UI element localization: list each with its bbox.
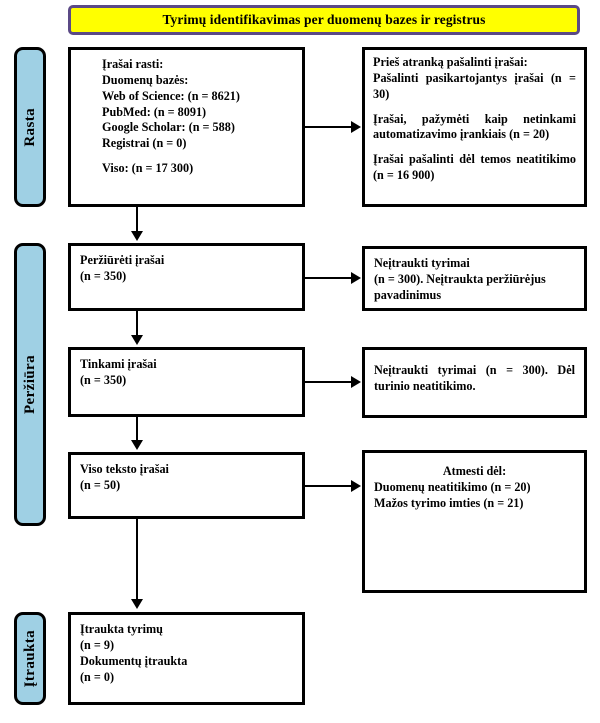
connector-screened-to-excluded-titles bbox=[305, 277, 353, 279]
box-records-eligible: Tinkami įrašai (n = 350) bbox=[68, 347, 305, 417]
records-screened-label: Peržiūrėti įrašai bbox=[80, 253, 165, 267]
box-studies-included: Įtraukta tyrimų (n = 9) Dokumentų įtrauk… bbox=[68, 612, 305, 705]
excluded-reasons-data: Duomenų neatitikimo (n = 20) bbox=[374, 479, 531, 494]
records-identified-spacer bbox=[80, 152, 293, 161]
studies-included-count: (n = 9) bbox=[80, 637, 115, 652]
arrowhead-identified-to-removed bbox=[351, 121, 361, 133]
excluded-titles-detail: (n = 300). Neįtraukta peržiūrėjus pavadi… bbox=[374, 271, 546, 302]
box-excluded-with-reasons: Atmesti dėl: Duomenų neatitikimo (n = 20… bbox=[362, 450, 587, 593]
connector-screened-to-eligible bbox=[136, 311, 138, 337]
records-removed-automation: Įrašai, pažymėti kaip netinkami automati… bbox=[373, 111, 576, 142]
excluded-titles-label: Neįtraukti tyrimai bbox=[374, 256, 470, 270]
records-removed-topic: Įrašai pašalinti dėl temos neatitikimo (… bbox=[373, 152, 576, 183]
records-eligible-count: (n = 350) bbox=[80, 372, 127, 387]
records-identified-line4: PubMed: (n = 8091) bbox=[102, 104, 207, 119]
records-identified-line6: Registrai (n = 0) bbox=[102, 136, 187, 151]
arrowhead-screened-to-eligible bbox=[131, 335, 143, 345]
records-removed-spacer-1 bbox=[373, 103, 576, 112]
box-excluded-by-content: Neįtraukti tyrimai (n = 300). Dėl turini… bbox=[362, 347, 587, 418]
records-eligible-label: Tinkami įrašai bbox=[80, 357, 157, 371]
arrowhead-fulltext-to-included bbox=[131, 599, 143, 609]
connector-identified-to-screened bbox=[136, 207, 138, 233]
fulltext-records-count: (n = 50) bbox=[80, 477, 121, 492]
connector-eligible-to-fulltext bbox=[136, 417, 138, 442]
stage-label-identification: Rasta bbox=[21, 107, 38, 147]
stage-tab-screening: Peržiūra bbox=[14, 243, 46, 526]
connector-fulltext-to-included bbox=[136, 519, 138, 601]
studies-included-label: Įtraukta tyrimų bbox=[80, 622, 163, 636]
box-records-removed: Prieš atranką pašalinti įrašai: Pašalint… bbox=[362, 47, 587, 207]
records-removed-duplicates: Pašalinti pasikartojantys įrašai (n = 30… bbox=[373, 70, 576, 101]
records-identified-line3: Web of Science: (n = 8621) bbox=[102, 88, 240, 103]
arrowhead-identified-to-screened bbox=[131, 231, 143, 241]
excluded-reasons-sample: Mažos tyrimo imties (n = 21) bbox=[374, 495, 524, 510]
arrowhead-eligible-to-excluded-content bbox=[351, 376, 361, 388]
records-removed-heading: Prieš atranką pašalinti įrašai: bbox=[373, 55, 528, 69]
documents-included-count: (n = 0) bbox=[80, 669, 115, 684]
box-excluded-after-titles: Neįtraukti tyrimai (n = 300). Neįtraukta… bbox=[362, 246, 587, 311]
records-identified-total: Viso: (n = 17 300) bbox=[102, 161, 194, 176]
arrowhead-eligible-to-fulltext bbox=[131, 440, 143, 450]
records-removed-spacer-2 bbox=[373, 143, 576, 152]
stage-tab-included: Įtraukta bbox=[14, 612, 46, 705]
stage-label-screening: Peržiūra bbox=[21, 354, 38, 414]
diagram-title-text: Tyrimų identifikavimas per duomenų bazes… bbox=[162, 12, 486, 27]
stage-tab-identification: Rasta bbox=[14, 47, 46, 207]
documents-included-label: Dokumentų įtraukta bbox=[80, 653, 188, 668]
records-identified-line5: Google Scholar: (n = 588) bbox=[102, 120, 235, 135]
box-records-screened: Peržiūrėti įrašai (n = 350) bbox=[68, 243, 305, 311]
excluded-content-detail: Neįtraukti tyrimai (n = 300). Dėl turini… bbox=[374, 363, 575, 393]
box-fulltext-records: Viso teksto įrašai (n = 50) bbox=[68, 452, 305, 519]
records-screened-count: (n = 350) bbox=[80, 268, 127, 283]
records-identified-line2: Duomenų bazės: bbox=[102, 72, 189, 87]
connector-identified-to-removed bbox=[305, 126, 353, 128]
connector-eligible-to-excluded-content bbox=[305, 381, 353, 383]
connector-fulltext-to-excluded-reasons bbox=[305, 485, 353, 487]
arrowhead-screened-to-excluded-titles bbox=[351, 272, 361, 284]
records-identified-line1: Įrašai rasti: bbox=[102, 57, 164, 71]
arrowhead-fulltext-to-excluded-reasons bbox=[351, 480, 361, 492]
excluded-reasons-heading: Atmesti dėl: bbox=[442, 464, 507, 478]
stage-label-included: Įtraukta bbox=[21, 629, 38, 688]
fulltext-records-label: Viso teksto įrašai bbox=[80, 462, 169, 476]
box-records-identified: Įrašai rasti: Duomenų bazės: Web of Scie… bbox=[68, 47, 305, 207]
diagram-title-banner: Tyrimų identifikavimas per duomenų bazes… bbox=[68, 5, 580, 35]
